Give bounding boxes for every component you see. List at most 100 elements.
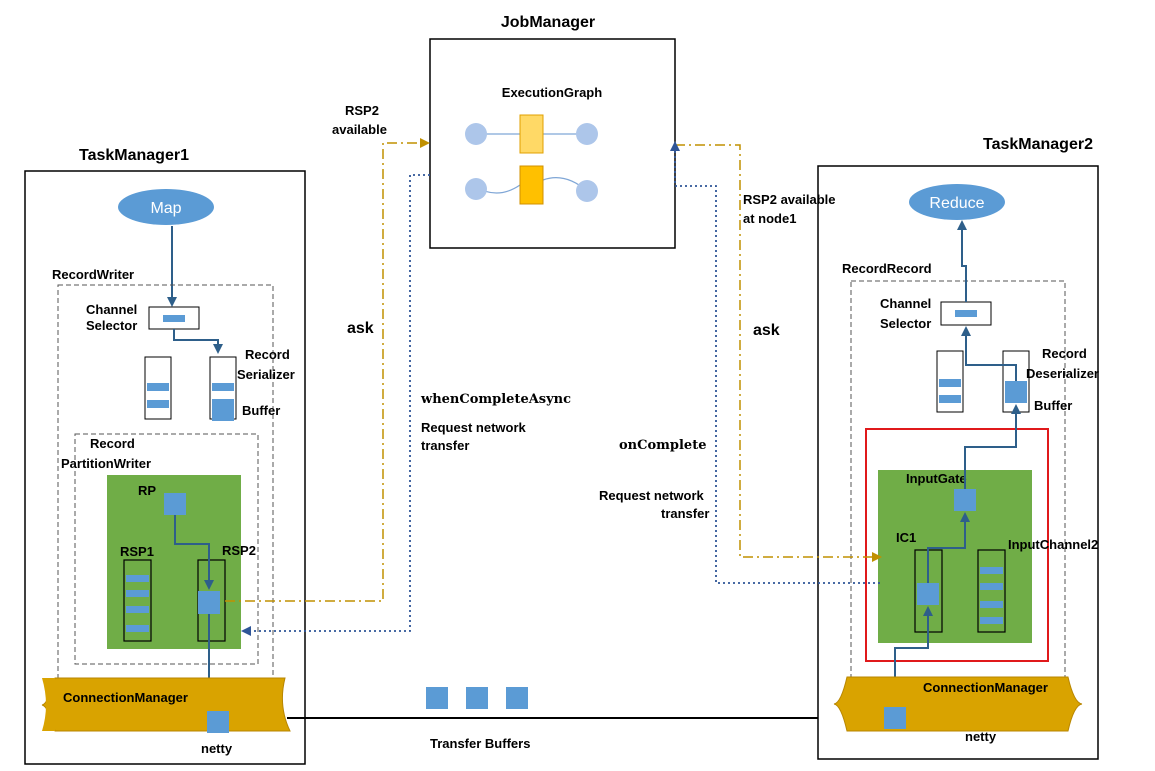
reduce-node <box>909 184 1005 220</box>
request-left-line2: transfer <box>421 438 469 453</box>
on-complete-label: onComplete <box>619 438 706 453</box>
tm2-selector-cell <box>955 310 977 317</box>
input-gate-highlight <box>865 428 1049 662</box>
selector-to-reduce-arrow <box>957 220 967 302</box>
tm2-box <box>817 165 1099 760</box>
rp-to-rsp2-arrow <box>174 515 214 590</box>
rsp1-queue <box>123 559 152 642</box>
tm1-connection-manager-label: ConnectionManager <box>63 690 188 705</box>
rsp2-available-node-line1: RSP2 available <box>743 192 836 207</box>
record-deserializer-line2: Deserializer <box>1026 366 1099 381</box>
record-serializer-line2: Serializer <box>237 367 295 382</box>
ask-right-line <box>675 144 882 562</box>
transfer-buffers-label: Transfer Buffers <box>430 736 530 751</box>
rsp2-available-node-label: RSP2 available at node1 <box>743 192 839 226</box>
transfer-buffer-cell <box>466 687 488 709</box>
request-right-label: Request network transfer <box>599 488 709 521</box>
tm1-buffer-cell-large <box>212 399 234 421</box>
tm2-netty-label: netty <box>965 729 997 744</box>
partition-writer-label: Record PartitionWriter <box>61 436 151 471</box>
rsp1-label: RSP1 <box>120 544 154 559</box>
transfer-buffer-cell <box>426 687 448 709</box>
tm2-buffer-cell-large <box>1005 381 1027 403</box>
rsp2-available-node-line2: at node1 <box>743 211 796 226</box>
rsp2-label: RSP2 <box>222 543 256 558</box>
partition-writer-line2: PartitionWriter <box>61 456 151 471</box>
gate-to-deserializer-arrow <box>964 404 1021 489</box>
ic2-cell <box>980 583 1003 590</box>
tm1-netty-label: netty <box>201 741 233 756</box>
ic1-cell <box>917 583 939 605</box>
map-label: Map <box>150 200 181 217</box>
tm2-buffer-cell <box>939 379 961 387</box>
tm1-buffer-label: Buffer <box>242 403 280 418</box>
rp-label: RP <box>138 483 156 498</box>
selector-to-serializer-arrow <box>173 329 223 354</box>
input-gate-cell <box>954 489 976 511</box>
reduce-label: Reduce <box>929 195 984 212</box>
tm2-netty-cell <box>884 707 906 729</box>
record-serializer-line1: Record <box>245 347 290 362</box>
input-gate-label: InputGate <box>906 471 967 486</box>
ask-right-label: ask <box>753 322 780 339</box>
tm1-channel-selector-line2: Selector <box>86 318 137 333</box>
jobmanager-box <box>429 38 676 249</box>
rsp2-available-line <box>225 138 430 602</box>
tm1-buffer-cell <box>147 400 169 408</box>
tm2-title: TaskManager2 <box>983 136 1093 153</box>
tm1-selector-cell <box>163 315 185 322</box>
jobmanager-title: JobManager <box>501 14 595 31</box>
rsp1-cell <box>126 590 149 597</box>
rsp2-cell <box>198 591 220 614</box>
request-right-line2: transfer <box>661 506 709 521</box>
request-right-line1: Request network <box>599 488 705 503</box>
rsp2-available-line1: RSP2 <box>345 103 379 118</box>
transfer-buffer-cell <box>506 687 528 709</box>
rsp2-available-label: RSP2 available <box>332 103 387 137</box>
rsp1-cell <box>126 606 149 613</box>
ic2-cell <box>980 567 1003 574</box>
tm2-buffer-label: Buffer <box>1034 398 1072 413</box>
record-writer-label: RecordWriter <box>52 267 134 282</box>
tm1-channel-selector-line1: Channel <box>86 302 137 317</box>
tm1-netty-cell <box>207 711 229 733</box>
tm2-buffer-cell <box>939 395 961 403</box>
record-deserializer-line1: Record <box>1042 346 1087 361</box>
deserializer-to-selector-arrow <box>961 326 1017 381</box>
partition-writer-line1: Record <box>90 436 135 451</box>
execution-graph-label: ExecutionGraph <box>502 85 602 100</box>
record-serializer-label: Record Serializer <box>237 347 295 382</box>
record-record-box <box>850 280 1066 679</box>
ask-left-label: ask <box>347 320 374 337</box>
tm1-buffer-cell <box>212 383 234 391</box>
when-complete-label: whenCompleteAsync <box>420 392 571 407</box>
tm1-title: TaskManager1 <box>79 147 189 164</box>
map-node <box>118 189 214 225</box>
record-deserializer-label: Record Deserializer <box>1026 346 1099 381</box>
ic2-cell <box>980 617 1003 624</box>
tm1-channel-selector-label: Channel Selector <box>86 302 141 333</box>
partition-writer-box <box>74 433 259 665</box>
tm1-connection-manager-edge <box>42 678 55 731</box>
request-right-line <box>670 141 880 584</box>
rsp1-cell <box>126 575 149 582</box>
rp-cell <box>164 493 186 515</box>
tm1-buffer-cell <box>147 383 169 391</box>
tm2-channel-selector-label: Channel Selector <box>880 296 935 331</box>
tm2-channel-selector-line2: Selector <box>880 316 931 331</box>
ic1-to-gate-arrow <box>927 512 970 583</box>
rsp2-available-line2: available <box>332 122 387 137</box>
record-record-label: RecordRecord <box>842 261 932 276</box>
request-left-label: Request network transfer <box>421 420 529 453</box>
ic2-queue <box>977 549 1006 633</box>
rsp1-cell <box>126 625 149 632</box>
tm2-channel-selector-line1: Channel <box>880 296 931 311</box>
ic1-label: IC1 <box>896 530 916 545</box>
request-left-line1: Request network <box>421 420 527 435</box>
input-channel2-label: InputChannel2 <box>1008 537 1098 552</box>
ic2-cell <box>980 601 1003 608</box>
execution-graph-icon <box>465 114 598 205</box>
when-complete-line <box>241 174 430 636</box>
tm2-connection-manager-label: ConnectionManager <box>923 680 1048 695</box>
